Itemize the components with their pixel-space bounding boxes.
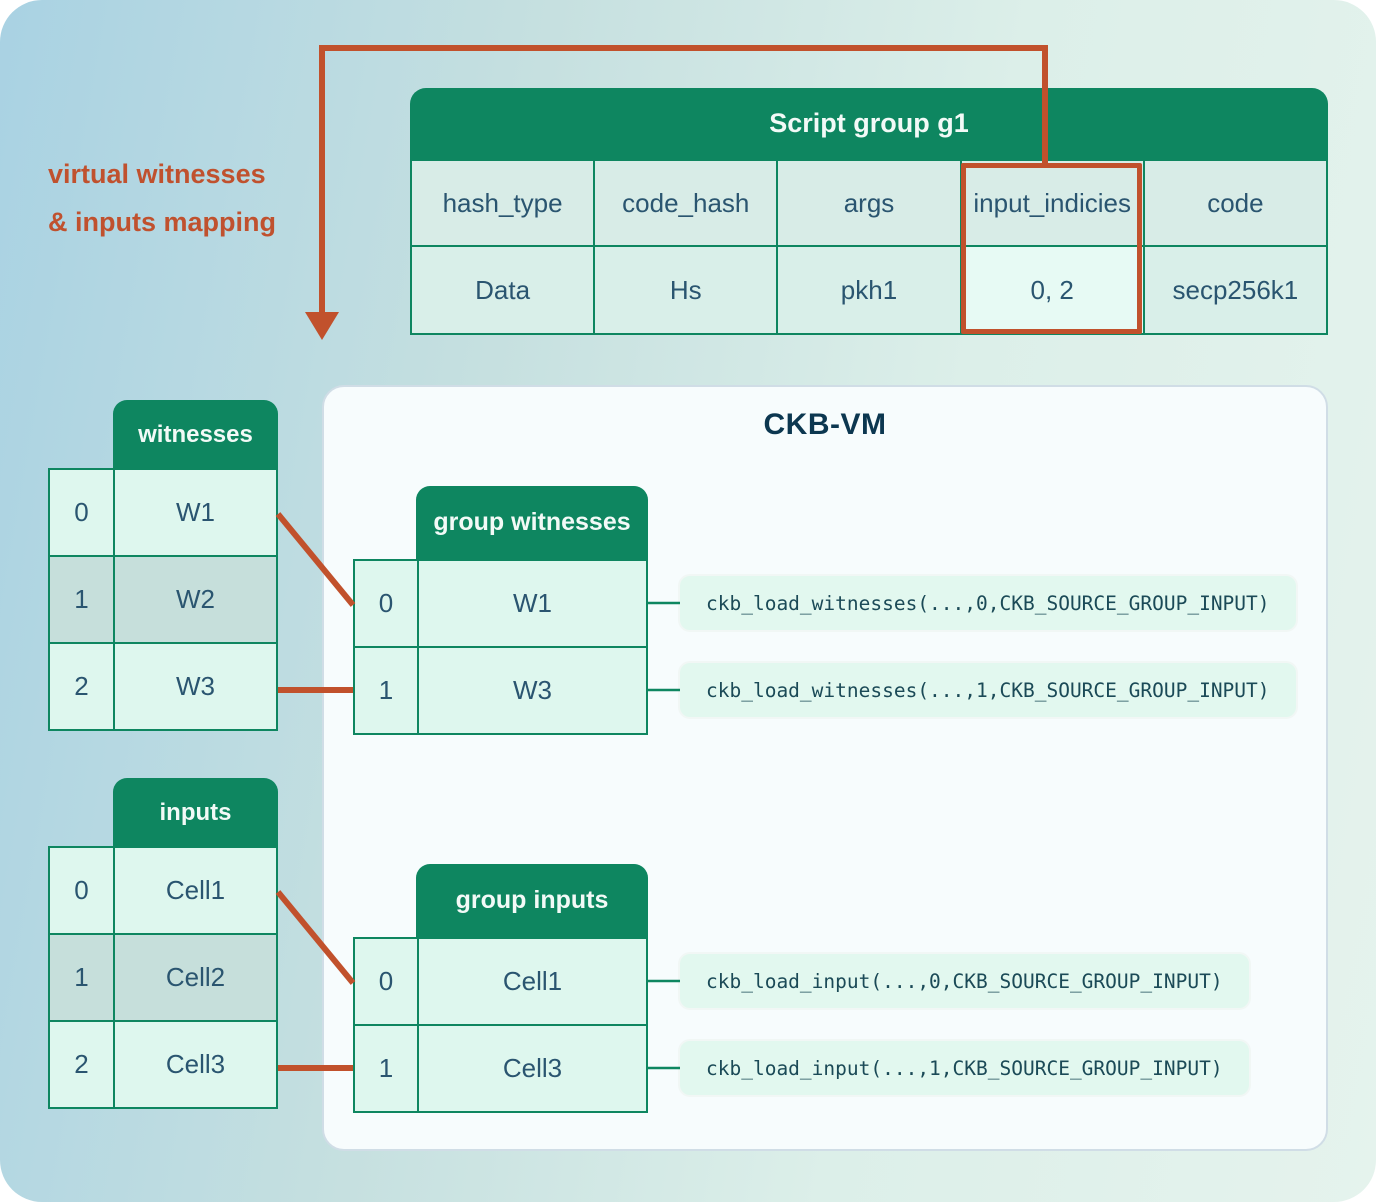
mapping-arrow-head [305, 312, 339, 340]
group-input-row-index: 0 [355, 939, 417, 1024]
group-input-row-value: Cell3 [419, 1026, 646, 1111]
input-row-value: Cell1 [115, 848, 276, 933]
inputs-grid: 0 Cell1 1 Cell2 2 Cell3 [48, 846, 278, 1109]
group-witnesses-grid: 0 W1 1 W3 [353, 559, 648, 735]
column-header-code: code [1144, 161, 1326, 245]
value-hash-type: Data [412, 247, 594, 333]
mapping-annotation: virtual witnesses & inputs mapping [48, 150, 276, 246]
witness-row-value: W1 [115, 470, 276, 555]
input-row-index: 2 [50, 1022, 113, 1107]
witnesses-table-title: witnesses [113, 400, 278, 470]
group-witness-row-index: 1 [355, 648, 417, 733]
witness-row-index: 0 [50, 470, 113, 555]
input-indicies-highlight-box [961, 163, 1142, 334]
group-witness-row-value: W1 [419, 561, 646, 646]
script-group-grid: hash_type code_hash args input_indicies … [410, 159, 1328, 335]
script-group-table: Script group g1 hash_type code_hash args… [410, 88, 1328, 335]
value-code: secp256k1 [1144, 247, 1326, 333]
input-row-index: 0 [50, 848, 113, 933]
value-code-hash: Hs [595, 247, 777, 333]
witness-row-index: 1 [50, 557, 113, 642]
group-witness-row-index: 0 [355, 561, 417, 646]
script-group-title: Script group g1 [410, 88, 1328, 159]
inputs-table-title: inputs [113, 778, 278, 848]
witness-row-value: W3 [115, 644, 276, 729]
witnesses-grid: 0 W1 1 W2 2 W3 [48, 468, 278, 731]
column-header-args: args [778, 161, 960, 245]
value-args: pkh1 [778, 247, 960, 333]
input-row-value: Cell2 [115, 935, 276, 1020]
column-header-hash-type: hash_type [412, 161, 594, 245]
group-inputs-grid: 0 Cell1 1 Cell3 [353, 937, 648, 1113]
witness-row-value: W2 [115, 557, 276, 642]
input-row-index: 1 [50, 935, 113, 1020]
witness-row-index: 2 [50, 644, 113, 729]
syscall-load-witnesses-1: ckb_load_witnesses(...,1,CKB_SOURCE_GROU… [678, 661, 1298, 719]
annotation-line-2: & inputs mapping [48, 207, 276, 237]
syscall-load-witnesses-0: ckb_load_witnesses(...,0,CKB_SOURCE_GROU… [678, 574, 1298, 632]
group-inputs-title: group inputs [416, 864, 648, 937]
column-header-code-hash: code_hash [595, 161, 777, 245]
syscall-load-input-0: ckb_load_input(...,0,CKB_SOURCE_GROUP_IN… [678, 952, 1251, 1010]
group-input-row-value: Cell1 [419, 939, 646, 1024]
group-witness-row-value: W3 [419, 648, 646, 733]
group-witnesses-title: group witnesses [416, 486, 648, 559]
annotation-line-1: virtual witnesses [48, 159, 266, 189]
ckb-vm-title: CKB-VM [763, 408, 887, 441]
input-row-value: Cell3 [115, 1022, 276, 1107]
group-input-row-index: 1 [355, 1026, 417, 1111]
syscall-load-input-1: ckb_load_input(...,1,CKB_SOURCE_GROUP_IN… [678, 1039, 1251, 1097]
